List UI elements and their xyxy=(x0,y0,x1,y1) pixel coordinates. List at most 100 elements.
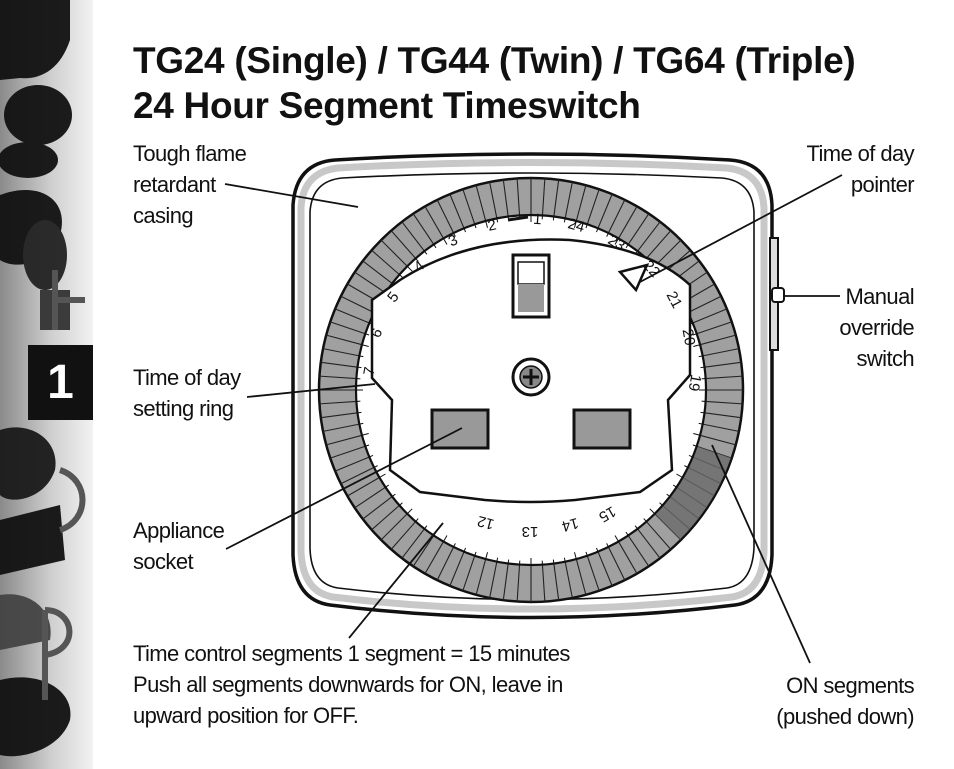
segment-divider xyxy=(412,535,435,567)
dial-tick xyxy=(399,274,403,278)
dial-number-20: 20 xyxy=(679,328,699,347)
segment-divider xyxy=(704,361,742,368)
segment-divider xyxy=(424,541,444,574)
segment-divider xyxy=(702,423,740,432)
segment-divider xyxy=(489,561,498,599)
dial-tick xyxy=(614,238,619,245)
segment-divider xyxy=(347,477,380,497)
dial-tick xyxy=(700,366,705,369)
dial-tick xyxy=(359,355,364,358)
segment-divider xyxy=(401,221,425,252)
segment-divider xyxy=(607,199,626,234)
dial-tick xyxy=(463,547,467,552)
segment-divider xyxy=(449,551,465,587)
dial-tick xyxy=(485,552,489,560)
dial-tick xyxy=(552,559,555,564)
segment-divider xyxy=(322,348,360,357)
segment-divider xyxy=(627,535,650,567)
segment-divider xyxy=(564,181,573,219)
dial-tick xyxy=(676,473,683,478)
dial-tick xyxy=(698,422,703,425)
segment-divider xyxy=(390,230,417,259)
dial-tick xyxy=(692,444,697,447)
segment-divider xyxy=(380,513,408,541)
dial-tick xyxy=(693,344,701,348)
dial-number-7: 7 xyxy=(360,366,378,377)
leader-setting-ring xyxy=(246,383,376,398)
segment-divider xyxy=(322,423,360,432)
dial-number-2: 2 xyxy=(486,216,498,234)
segment-divider xyxy=(575,185,587,222)
dial-tick xyxy=(496,557,499,562)
segment-divider xyxy=(696,321,732,335)
label-time-pointer: Time of day pointer xyxy=(806,141,914,197)
dial-tick xyxy=(453,232,456,237)
dial-tick xyxy=(485,220,489,228)
dial-tick xyxy=(625,531,629,536)
segment-divider xyxy=(334,456,370,472)
dial-tick xyxy=(373,465,378,468)
segment-divider xyxy=(645,521,672,550)
dial-number-12: 12 xyxy=(476,512,497,533)
dial-tick xyxy=(625,244,629,249)
dial-tick xyxy=(415,258,419,262)
segment-divider xyxy=(516,178,521,216)
segment-divider xyxy=(618,541,638,574)
dial-tick xyxy=(643,518,647,522)
segment-divider xyxy=(645,230,672,259)
dial-tick xyxy=(474,224,477,229)
dial-tick xyxy=(453,543,456,548)
segment-divider xyxy=(330,321,366,335)
segment-divider xyxy=(449,193,465,229)
segment-divider xyxy=(362,260,393,284)
segment-divider xyxy=(412,213,435,245)
dial-number-13: 13 xyxy=(522,523,539,540)
dial-tick xyxy=(585,551,588,556)
dial-tick xyxy=(688,454,693,458)
dial-tick xyxy=(391,493,396,497)
dial-tick xyxy=(399,502,403,506)
segment-divider xyxy=(371,249,400,276)
segment-divider xyxy=(654,239,682,267)
dial-tick xyxy=(634,525,638,530)
segment-divider xyxy=(319,400,357,405)
dial-tick xyxy=(573,220,577,228)
segment-divider xyxy=(320,412,358,419)
segment-divider xyxy=(401,528,425,559)
segment-divider xyxy=(541,178,546,216)
dial-tick xyxy=(406,508,413,515)
dial-tick xyxy=(700,411,705,414)
segment-divider xyxy=(702,348,740,357)
segment-divider xyxy=(597,551,613,587)
segment-divider xyxy=(564,561,573,599)
dial-tick xyxy=(463,228,467,233)
segment-divider xyxy=(390,521,417,550)
segment-divider xyxy=(475,558,487,595)
dial-tick xyxy=(693,432,701,436)
dial-tick xyxy=(573,552,577,560)
dial-tick xyxy=(496,218,499,223)
dial-tick xyxy=(595,228,599,233)
segment-divider xyxy=(502,563,509,601)
dial-tick xyxy=(563,557,566,562)
dial-tick xyxy=(606,232,609,237)
segment-divider xyxy=(687,295,722,314)
segment-divider xyxy=(354,271,386,294)
dial-tick xyxy=(552,216,555,221)
segment-divider xyxy=(597,193,613,229)
segment-divider xyxy=(462,189,476,225)
segment-divider xyxy=(489,181,498,219)
segment-divider xyxy=(637,528,661,559)
label-setting-ring: Time of day setting ring xyxy=(133,365,241,421)
dial-tick xyxy=(424,250,428,255)
time-pointer-arrow xyxy=(617,263,650,293)
segment-divider xyxy=(692,308,728,324)
dial-tick xyxy=(614,535,619,542)
segment-divider xyxy=(371,504,400,531)
screw-cross-icon xyxy=(523,369,539,385)
segment-divider xyxy=(553,563,560,601)
segment-divider xyxy=(330,445,366,459)
dial-tick xyxy=(606,543,609,548)
dial-tick xyxy=(359,422,364,425)
